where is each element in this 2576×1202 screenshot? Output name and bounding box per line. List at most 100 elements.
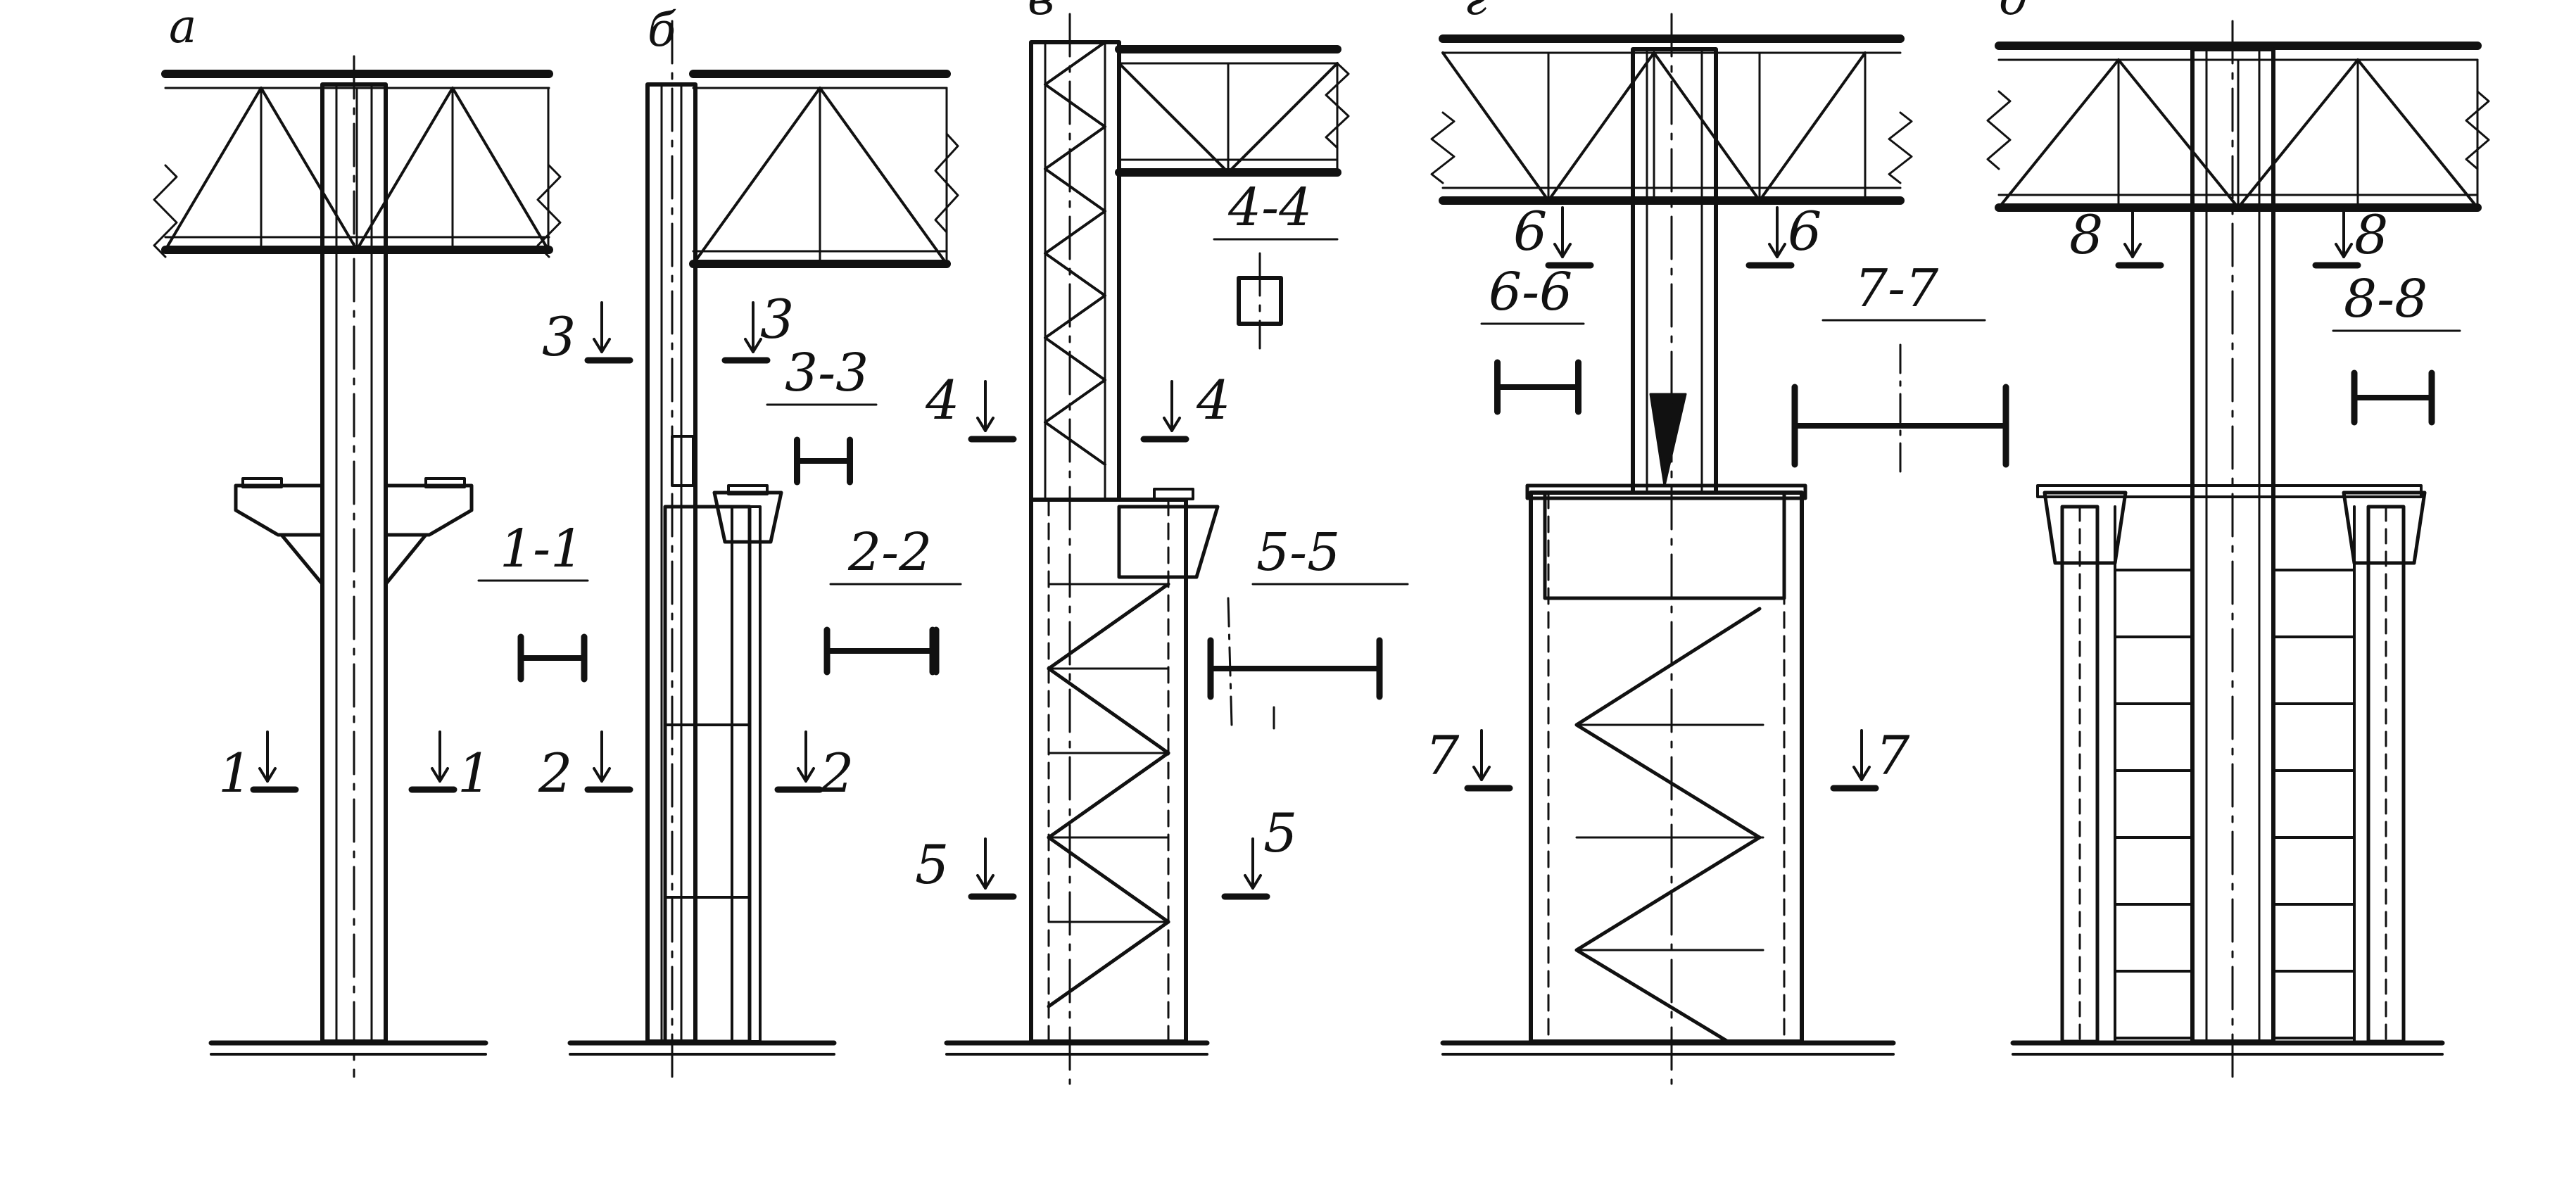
outline xyxy=(1768,243,1786,258)
outline xyxy=(671,435,695,487)
line xyxy=(1547,51,1655,202)
section-title-3: 3-3 xyxy=(785,343,869,403)
panel-label-3: в xyxy=(1028,0,1054,25)
line xyxy=(1044,125,1106,170)
outline xyxy=(1472,766,1491,781)
outline xyxy=(1244,874,1262,890)
outline xyxy=(1649,393,1687,487)
cut-marker-label-1: 1 xyxy=(218,742,252,804)
line xyxy=(1047,920,1170,1008)
outline xyxy=(2465,90,2490,170)
cut-marker-label-9: 5 xyxy=(915,833,949,896)
panel-c-column xyxy=(944,13,1350,1085)
outline xyxy=(727,484,769,495)
section-title-8: 8-8 xyxy=(2344,269,2427,329)
line xyxy=(1227,597,1233,726)
line xyxy=(1997,58,2120,209)
line xyxy=(1044,41,1106,86)
line xyxy=(692,87,821,265)
line xyxy=(384,533,428,586)
panel-label-2: б xyxy=(648,3,676,57)
section-title-7: 7-7 xyxy=(1855,258,1938,319)
cut-marker-label-8: 4 xyxy=(1196,369,1230,431)
line xyxy=(1044,167,1106,213)
line xyxy=(1653,51,1761,202)
outline xyxy=(1553,243,1572,258)
outline xyxy=(1430,111,1456,184)
line xyxy=(1044,294,1106,339)
cut-marker-label-15: 8 xyxy=(2069,203,2103,266)
outline xyxy=(536,164,562,258)
cut-marker-label-11: 6 xyxy=(1513,200,1547,262)
line xyxy=(164,87,263,251)
section-title-4: 4-4 xyxy=(1227,177,1312,238)
line xyxy=(1227,62,1339,174)
cut-marker-label-6: 3 xyxy=(760,288,794,350)
panel-d-column xyxy=(1430,13,1913,1085)
section-sketches xyxy=(517,252,2435,730)
outline xyxy=(258,767,277,783)
outline xyxy=(1325,62,1350,149)
line xyxy=(2356,58,2479,209)
section-title-1: 1-1 xyxy=(500,519,583,579)
outline xyxy=(431,767,449,783)
cut-marker-label-13: 7 xyxy=(1425,724,1460,787)
line xyxy=(2117,58,2240,209)
outline xyxy=(1852,766,1871,781)
line xyxy=(1118,62,1230,174)
cut-marker-label-16: 8 xyxy=(2354,203,2388,266)
line xyxy=(1441,51,1550,202)
outline xyxy=(1117,505,1220,579)
outline xyxy=(1163,417,1181,432)
section-title-2: 2-2 xyxy=(847,522,932,583)
outline xyxy=(744,338,762,353)
panel-b-column xyxy=(567,20,959,1078)
section-title-6: 6-6 xyxy=(1489,262,1572,322)
cut-marker-label-14: 7 xyxy=(1876,724,1910,787)
outline xyxy=(593,767,611,783)
cut-marker-label-2: 1 xyxy=(457,742,491,804)
outline xyxy=(234,483,324,537)
outline xyxy=(1153,488,1194,500)
outline xyxy=(1543,491,1786,600)
line xyxy=(1044,210,1106,255)
line xyxy=(355,87,454,251)
outline xyxy=(1888,111,1913,184)
cut-marker-label-7: 4 xyxy=(925,369,959,431)
outline xyxy=(424,477,466,488)
outline xyxy=(2123,243,2142,258)
outline xyxy=(593,338,611,353)
line xyxy=(1047,835,1170,924)
outline xyxy=(1986,90,2012,170)
cut-marker-label-4: 2 xyxy=(819,742,854,804)
outline xyxy=(1525,483,1807,500)
line xyxy=(819,87,948,265)
cut-markers xyxy=(250,206,2361,900)
panel-e-column xyxy=(1986,20,2490,1085)
outline xyxy=(797,767,815,783)
cut-marker-label-12: 6 xyxy=(1788,200,1821,262)
line xyxy=(1044,379,1106,424)
outline xyxy=(1574,607,1762,1044)
panel-label-4: г xyxy=(1464,0,1487,25)
outline xyxy=(934,132,959,234)
line xyxy=(1047,751,1170,840)
panel-a-column xyxy=(153,55,562,1078)
line xyxy=(260,87,358,251)
line xyxy=(1044,421,1106,466)
outline xyxy=(976,874,995,890)
section-title-5: 5-5 xyxy=(1256,522,1340,583)
line xyxy=(1047,582,1170,671)
outline xyxy=(2036,484,2423,498)
cut-marker-label-5: 3 xyxy=(542,305,576,368)
panel-label-1: а xyxy=(169,0,196,53)
outline xyxy=(153,164,178,258)
line xyxy=(1047,666,1170,755)
line xyxy=(1044,252,1106,297)
line xyxy=(451,87,550,251)
outline xyxy=(976,417,995,432)
outline xyxy=(241,477,283,488)
panel-label-5: д xyxy=(1999,0,2028,25)
